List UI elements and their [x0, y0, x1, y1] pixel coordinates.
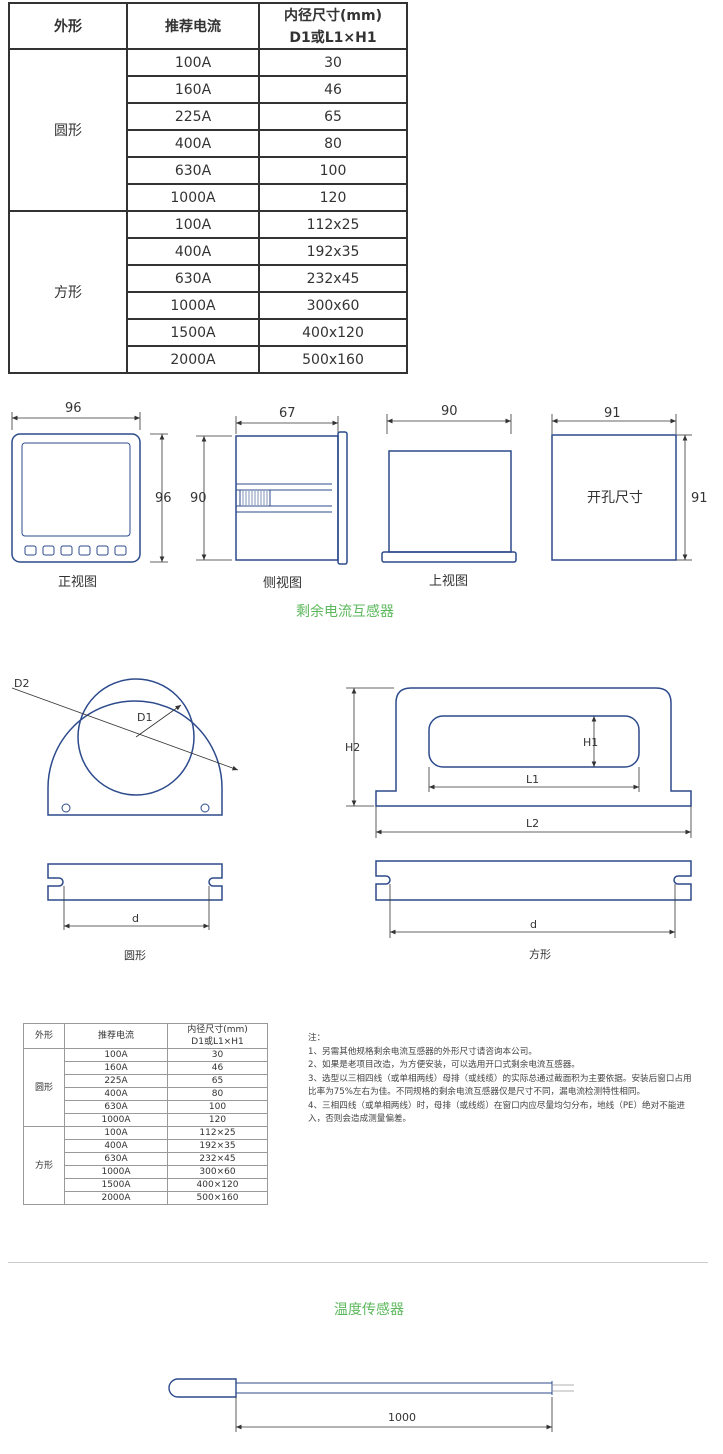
- square-l2-label: L2: [526, 817, 540, 830]
- table-cell: 300x60: [258, 291, 408, 320]
- table-cell: 400A: [126, 129, 260, 158]
- temp-length-label: 1000: [388, 1411, 416, 1424]
- side-width-label: 67: [279, 406, 296, 421]
- round-caption: 圆形: [124, 949, 146, 962]
- small-header-shape: 外形: [23, 1023, 65, 1049]
- table-cell: 192x35: [258, 237, 408, 266]
- small-header-size-sub: D1或L1×H1: [167, 1036, 268, 1049]
- notes-title: 注：: [308, 1033, 326, 1043]
- spec-table: 外形 推荐电流 内径尺寸(mm) D1或L1×H1 圆形 100A 30 160…: [8, 2, 408, 374]
- header-shape: 外形: [8, 2, 128, 50]
- table-cell: 232×45: [167, 1152, 268, 1166]
- shape-square: 方形: [8, 210, 128, 374]
- round-d-label: d: [132, 912, 139, 925]
- table-cell: 100A: [64, 1048, 168, 1062]
- square-h2-label: H2: [345, 741, 361, 754]
- note-item: 4、三相四线（或单相两线）时，母排（或线缆）在窗口内应尽量均匀分布，地线（PE）…: [308, 1100, 686, 1125]
- table-cell: 112×25: [167, 1126, 268, 1140]
- table-cell: 500x160: [258, 345, 408, 374]
- small-shape-round: 圆形: [23, 1048, 65, 1127]
- table-cell: 1000A: [126, 291, 260, 320]
- square-caption: 方形: [529, 948, 551, 961]
- table-cell: 1500A: [64, 1178, 168, 1192]
- front-view-caption: 正视图: [58, 575, 98, 590]
- table-cell: 100: [167, 1100, 268, 1114]
- table-cell: 400A: [64, 1087, 168, 1101]
- table-cell: 65: [258, 102, 408, 131]
- table-cell: 120: [258, 183, 408, 212]
- table-cell: 160A: [126, 75, 260, 104]
- note-item: 3、选型以三相四线（或单相两线）母排（或线缆）的实际总通过截面积为主要依据。安装…: [308, 1073, 692, 1098]
- shape-round: 圆形: [8, 48, 128, 212]
- table-cell: 192×35: [167, 1139, 268, 1153]
- table-cell: 500×160: [167, 1191, 268, 1205]
- table-cell: 630A: [64, 1152, 168, 1166]
- table-cell: 1000A: [64, 1165, 168, 1179]
- table-cell: 630A: [64, 1100, 168, 1114]
- front-height-label: 96: [155, 491, 172, 506]
- table-cell: 400x120: [258, 318, 408, 347]
- side-view-caption: 侧视图: [263, 576, 303, 591]
- square-d-label: d: [530, 918, 537, 931]
- table-cell: 232x45: [258, 264, 408, 293]
- rcd-section-title: 剩余电流互感器: [296, 604, 394, 620]
- round-d2-label: D2: [14, 677, 30, 690]
- table-cell: 112x25: [258, 210, 408, 239]
- top-width-label: 90: [441, 404, 458, 419]
- table-cell: 30: [167, 1048, 268, 1062]
- temp-section-title: 温度传感器: [334, 1302, 404, 1318]
- square-h1-label: H1: [583, 736, 599, 749]
- section-divider: [8, 1262, 708, 1263]
- small-header-size: 内径尺寸(mm): [167, 1023, 268, 1036]
- small-shape-square: 方形: [23, 1126, 65, 1205]
- top-view-caption: 上视图: [429, 574, 469, 589]
- table-cell: 80: [167, 1087, 268, 1101]
- front-width-label: 96: [65, 401, 82, 416]
- table-cell: 400A: [64, 1139, 168, 1153]
- table-cell: 100A: [126, 210, 260, 239]
- table-cell: 30: [258, 48, 408, 77]
- table-cell: 120: [167, 1113, 268, 1127]
- header-current: 推荐电流: [126, 2, 260, 50]
- table-cell: 300×60: [167, 1165, 268, 1179]
- table-cell: 400A: [126, 237, 260, 266]
- header-inner-size: 内径尺寸(mm): [258, 2, 408, 26]
- table-cell: 1500A: [126, 318, 260, 347]
- table-cell: 100A: [64, 1126, 168, 1140]
- table-cell: 1000A: [64, 1113, 168, 1127]
- small-spec-table: 外形 推荐电流 内径尺寸(mm) D1或L1×H1 圆形 100A 30 160…: [23, 1023, 268, 1205]
- table-cell: 65: [167, 1074, 268, 1088]
- note-item: 1、另需其他规格剩余电流互感器的外形尺寸请咨询本公司。: [308, 1046, 537, 1057]
- small-header-current: 推荐电流: [64, 1023, 168, 1049]
- header-inner-size-sub: D1或L1×H1: [258, 26, 408, 50]
- notes-block: 注： 1、另需其他规格剩余电流互感器的外形尺寸请咨询本公司。 2、如果是老项目改…: [308, 1032, 698, 1127]
- cutout-size-label: 开孔尺寸: [587, 490, 643, 506]
- side-height-label: 90: [190, 491, 207, 506]
- table-cell: 2000A: [64, 1191, 168, 1205]
- round-d1-label: D1: [137, 711, 153, 724]
- table-cell: 160A: [64, 1061, 168, 1075]
- cutout-height-label: 91: [691, 491, 708, 506]
- table-cell: 400×120: [167, 1178, 268, 1192]
- table-cell: 80: [258, 129, 408, 158]
- table-cell: 46: [167, 1061, 268, 1075]
- table-cell: 630A: [126, 264, 260, 293]
- table-cell: 100A: [126, 48, 260, 77]
- table-cell: 46: [258, 75, 408, 104]
- cutout-width-label: 91: [604, 406, 621, 421]
- note-item: 2、如果是老项目改造，为方便安装，可以选用开口式剩余电流互感器。: [308, 1060, 580, 1070]
- table-cell: 225A: [64, 1074, 168, 1088]
- table-cell: 100: [258, 156, 408, 185]
- table-cell: 630A: [126, 156, 260, 185]
- table-cell: 2000A: [126, 345, 260, 374]
- table-cell: 225A: [126, 102, 260, 131]
- table-cell: 1000A: [126, 183, 260, 212]
- square-l1-label: L1: [526, 773, 540, 786]
